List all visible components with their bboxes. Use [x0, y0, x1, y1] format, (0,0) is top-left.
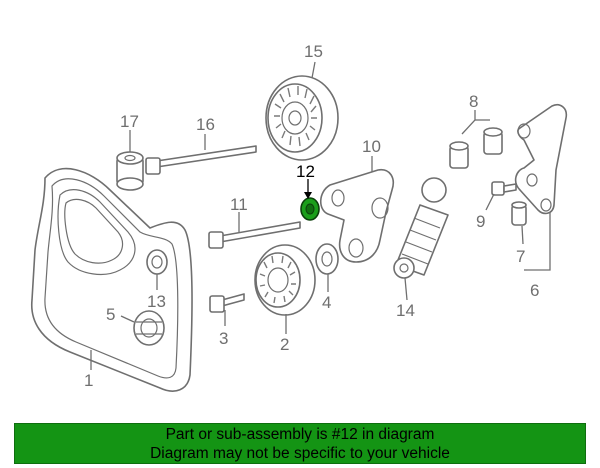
callout-4: 4	[322, 293, 331, 312]
part-12-highlighted-bushing	[300, 197, 320, 221]
callout-12: 12	[296, 162, 315, 181]
callout-6: 6	[530, 281, 539, 300]
part-16-long-bolt	[145, 145, 257, 175]
banner-line-2: Diagram may not be specific to your vehi…	[150, 445, 450, 462]
callout-10: 10	[362, 137, 381, 156]
part-8-bushings	[449, 127, 503, 169]
callout-11: 11	[230, 195, 248, 214]
part-3-bolt	[209, 293, 245, 313]
part-11-bolt	[208, 221, 301, 249]
leader-lines	[90, 61, 551, 370]
callout-17: 17	[120, 112, 139, 131]
part-10-tensioner-arm	[319, 168, 394, 263]
banner-line-1: Part or sub-assembly is #12 in diagram	[165, 426, 435, 443]
callout-13: 13	[147, 292, 166, 311]
callout-14: 14	[396, 301, 415, 320]
part-1-serpentine-belt	[30, 167, 193, 392]
callout-7: 7	[516, 247, 525, 266]
part-17-pulley-hub	[116, 151, 144, 191]
parts-diagram: 1 2 3 4 5 6 7 8 9 10 11 12 13 14 15 16 1…	[30, 42, 568, 392]
callout-16: 16	[196, 115, 215, 134]
callout-3: 3	[219, 329, 228, 348]
part-15-large-pulley	[265, 75, 339, 161]
part-5-pulley	[133, 310, 165, 346]
callout-1: 1	[84, 371, 93, 390]
callout-2: 2	[280, 335, 289, 354]
callout-8: 8	[469, 92, 478, 111]
callout-15: 15	[304, 42, 323, 61]
part-7-pin	[511, 201, 527, 226]
part-9-bolt	[491, 181, 517, 196]
part-4-washer	[315, 243, 339, 275]
callout-9: 9	[476, 212, 485, 231]
callout-5: 5	[106, 305, 115, 324]
part-14-damper	[393, 177, 449, 279]
part-13-idler-pulley	[146, 249, 168, 275]
part-6-bracket	[514, 103, 568, 215]
part-info-banner: Part or sub-assembly is #12 in diagram D…	[14, 423, 586, 464]
callouts: 1 2 3 4 5 6 7 8 9 10 11 12 13 14 15 16 1…	[84, 42, 539, 390]
part-2-tensioner-pulley	[254, 244, 316, 316]
